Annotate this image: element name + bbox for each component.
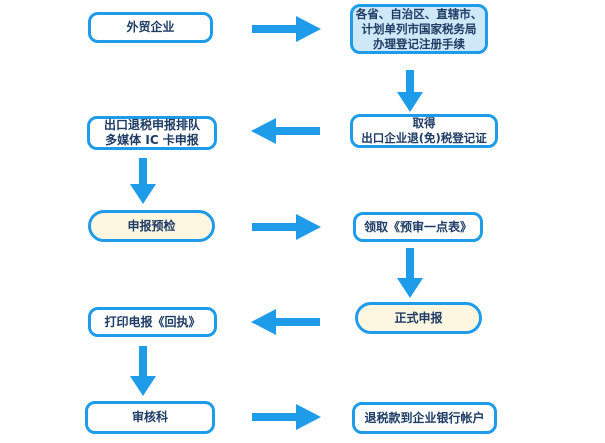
flow-node-dayin: 打印电报《回执》 [88, 307, 217, 337]
arrow-left-icon [250, 116, 322, 146]
flow-node-waimao: 外贸企业 [88, 12, 213, 43]
arrow-right-icon [250, 14, 322, 44]
flow-node-paidui: 出口退税申报排队 多媒体 IC 卡申报 [87, 116, 217, 150]
flow-node-qude: 取得 出口企业退(免)税登记证 [350, 114, 498, 148]
arrow-right-icon [250, 402, 322, 432]
flow-node-lingqu: 领取《预审一点表》 [353, 212, 483, 242]
flow-node-zhengshi: 正式申报 [355, 302, 482, 334]
flow-node-tuishui: 退税款到企业银行帐户 [352, 402, 497, 434]
arrow-down-icon [128, 158, 158, 204]
arrow-left-icon [250, 307, 322, 337]
flow-node-shenhe: 审核科 [85, 401, 215, 434]
arrow-down-icon [395, 248, 425, 298]
arrow-down-icon [128, 346, 158, 396]
arrow-right-icon [250, 212, 322, 242]
arrow-down-icon [395, 70, 425, 112]
flow-node-shengju: 各省、自治区、直辖市、 计划单列市国家税务局 办理登记注册手续 [350, 4, 488, 54]
flow-node-yujian: 申报预检 [88, 210, 215, 242]
